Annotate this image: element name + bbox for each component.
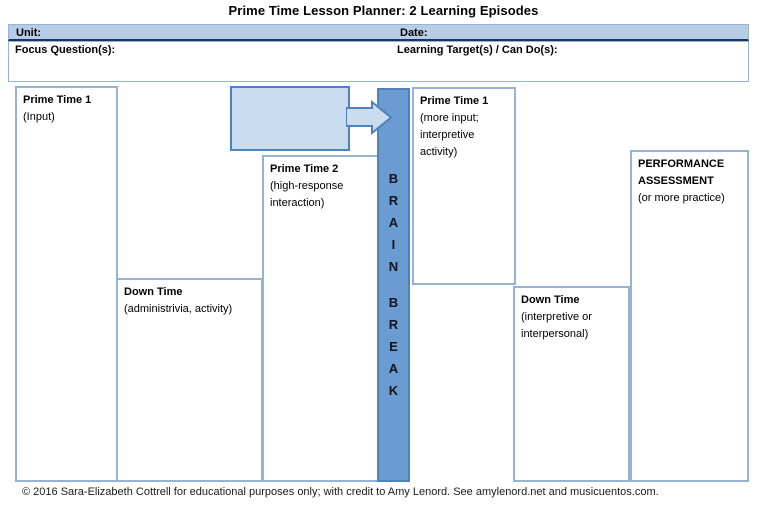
focus-questions-label: Focus Question(s): <box>15 44 116 56</box>
date-label: Date: <box>400 27 428 39</box>
focus-questions-section[interactable]: Focus Question(s): Learning Target(s) / … <box>8 41 749 82</box>
note-callout-box[interactable] <box>230 86 350 151</box>
box-prime-time-2[interactable]: Prime Time 2 (high-response interaction) <box>262 155 379 482</box>
box-subtitle: (high-response interaction) <box>270 180 344 209</box>
unit-date-header-bar: Unit: Date: <box>8 24 749 41</box>
box-title: Down Time <box>521 294 580 306</box>
box-title: Prime Time 1 <box>420 95 489 107</box>
box-performance-assessment[interactable]: PERFORMANCE ASSESSMENT (or more practice… <box>630 150 749 482</box>
learning-targets-label: Learning Target(s) / Can Do(s): <box>397 44 558 56</box>
box-down-time-1[interactable]: Down Time (administrivia, activity) <box>116 278 263 482</box>
box-subtitle: (more input; interpretive activity) <box>420 112 479 158</box>
box-title: PERFORMANCE ASSESSMENT <box>638 158 725 187</box>
box-prime-time-1-more-input[interactable]: Prime Time 1 (more input; interpretive a… <box>412 87 516 285</box>
box-title: Prime Time 1 <box>23 94 92 106</box>
box-prime-time-1-input[interactable]: Prime Time 1 (Input) <box>15 86 118 482</box>
box-down-time-2[interactable]: Down Time (interpretive or interpersonal… <box>513 286 630 482</box>
date-value-field[interactable] <box>434 25 734 39</box>
unit-label: Unit: <box>16 27 42 39</box>
box-subtitle: (administrivia, activity) <box>124 303 233 315</box>
box-subtitle: (interpretive or interpersonal) <box>521 311 592 340</box>
callout-arrow-icon <box>346 100 393 136</box>
box-subtitle: (or more practice) <box>638 192 725 204</box>
unit-value-field[interactable] <box>54 25 384 39</box>
box-title: Down Time <box>124 286 183 298</box>
page-title: Prime Time Lesson Planner: 2 Learning Ep… <box>228 3 539 18</box>
box-title: Prime Time 2 <box>270 163 339 175</box>
copyright-footer: © 2016 Sara-Elizabeth Cottrell for educa… <box>22 486 659 498</box>
box-subtitle: (Input) <box>23 111 55 123</box>
